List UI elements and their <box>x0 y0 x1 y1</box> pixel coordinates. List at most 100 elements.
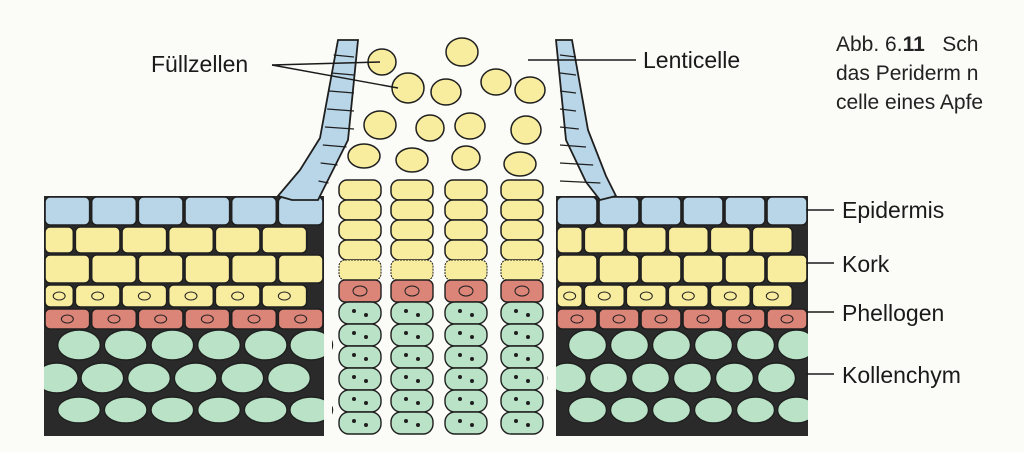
wall-cell-divider <box>322 144 347 148</box>
kork-cell <box>184 254 231 284</box>
fuellzelle <box>415 114 445 142</box>
lenticel-kollenchym-cell <box>500 301 544 325</box>
cell-dot <box>352 353 356 357</box>
lenticel-kork-cell <box>390 179 434 201</box>
lenticel-kork-cell <box>444 179 488 201</box>
lenticel-kollenchym-cell <box>500 411 544 435</box>
label-kork: Kork <box>842 251 890 277</box>
cell-dot <box>470 423 474 427</box>
figure-caption: Abb. 6.11 Sch das Periderm n celle eines… <box>836 30 983 117</box>
cell-dot <box>514 331 518 335</box>
fuellzelle <box>363 110 397 140</box>
cell-dot <box>364 357 368 361</box>
cell-nucleus <box>723 291 737 301</box>
caption-line-2: das Periderm n <box>836 62 979 85</box>
cell-nucleus <box>137 291 151 301</box>
kollenchym-cell <box>630 362 671 394</box>
kollenchym-cell <box>126 362 172 394</box>
kollenchym-cell <box>56 329 102 361</box>
cell-nucleus <box>696 314 710 324</box>
cell-dot <box>352 375 356 379</box>
cell-dot <box>458 397 462 401</box>
kork-cell <box>724 254 766 284</box>
lenticel-kork-cell <box>444 219 488 241</box>
cell-nucleus <box>200 314 214 324</box>
kork-cell <box>583 226 626 254</box>
lenticel-phellogen-cell <box>500 279 544 303</box>
cell-dot <box>364 313 368 317</box>
phellogen-cell <box>44 308 91 330</box>
cell-nucleus <box>597 291 611 301</box>
wall-cell-divider <box>559 126 579 130</box>
kollenchym-cell <box>609 329 650 361</box>
cell-dot <box>526 335 530 339</box>
kork-cell <box>277 254 324 284</box>
lenticel-phellogen-cell <box>338 279 382 303</box>
phellogen-cell <box>556 308 598 330</box>
kork-cell <box>598 254 640 284</box>
phellogen-cell <box>277 308 324 330</box>
cell-dot <box>416 357 420 361</box>
lenticel-kollenchym-cell <box>390 389 434 413</box>
kork-cell <box>709 226 752 254</box>
cell-dot <box>470 379 474 383</box>
kollenchym-cell <box>80 362 125 394</box>
lenticel-thin-kork-cell <box>500 259 544 281</box>
lenticel-kollenchym-cell <box>444 323 488 347</box>
cell-nucleus <box>458 285 474 297</box>
kollenchym-cell <box>609 396 650 424</box>
fuellzelle <box>430 78 462 106</box>
lenticel-kollenchym-cell <box>390 323 434 347</box>
phellogen-cell <box>137 308 184 330</box>
lenticel-kollenchym-cell <box>500 345 544 369</box>
kollenchym-cell <box>714 362 755 394</box>
leader-lines <box>271 59 834 375</box>
kollenchym-cell <box>150 396 195 424</box>
cell-dot <box>470 313 474 317</box>
cell-dot <box>404 419 408 423</box>
epidermis-cell <box>277 196 324 226</box>
phellogen-cell <box>598 308 640 330</box>
phellogen-cell <box>724 308 766 330</box>
wall-cell-divider <box>318 180 329 184</box>
label-lenticelle: Lenticelle <box>643 47 740 73</box>
cell-nucleus <box>639 291 653 301</box>
kork-cell <box>261 226 308 254</box>
edge-mask-right <box>808 190 838 452</box>
lenticel-kollenchym-cell <box>444 345 488 369</box>
lenticel-kollenchym-cell <box>338 389 382 413</box>
kork-cell <box>682 254 724 284</box>
cell-dot <box>458 309 462 313</box>
lenticel-kollenchym-cell <box>500 367 544 391</box>
cell-nucleus <box>247 314 261 324</box>
edge-mask-gap-left <box>324 190 332 452</box>
epidermis-cell <box>230 196 278 226</box>
cell-dot <box>404 309 408 313</box>
lenticel-cell-columns <box>338 179 544 435</box>
lenticel-kork-cell <box>500 179 544 201</box>
wall-cell-divider <box>559 90 577 94</box>
fuellzelle <box>445 37 479 67</box>
kollenchym-cell <box>693 396 734 424</box>
cell-nucleus <box>654 314 668 324</box>
cell-dot <box>526 357 530 361</box>
lenticel-kollenchym-cell <box>338 367 382 391</box>
kork-inner-cell <box>709 284 752 308</box>
phellogen-cell <box>766 308 808 330</box>
kork-inner-cell <box>583 284 626 308</box>
kollenchym-cell <box>672 362 713 394</box>
kork-cell <box>90 254 138 284</box>
lenticel-kork-cell <box>338 239 382 261</box>
cell-dot <box>404 331 408 335</box>
kork-cell <box>751 226 794 254</box>
epidermis-cell <box>598 196 640 226</box>
kollenchym-cell <box>567 329 608 361</box>
wall-cell-divider <box>559 162 594 166</box>
wall-cell-divider <box>559 54 577 58</box>
kork-inner-cell <box>625 284 668 308</box>
wall-cell-divider <box>327 108 355 112</box>
epidermis-cell <box>90 196 138 226</box>
kork-inner-cell <box>121 284 168 308</box>
kork-cell <box>556 254 598 284</box>
lenticel-kollenchym-cell <box>390 411 434 435</box>
